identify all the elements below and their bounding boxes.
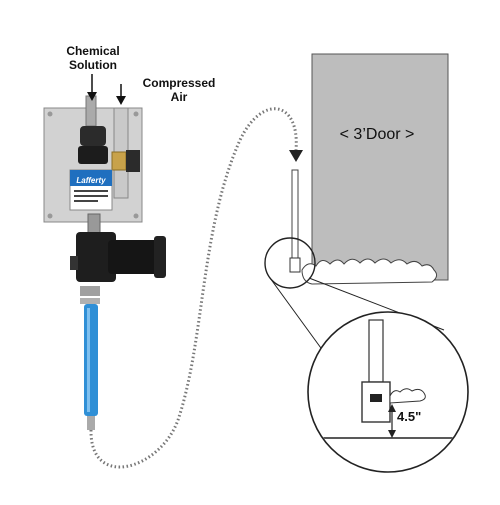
panel-screw [47,111,53,117]
label-text-line [74,190,108,192]
wand-highlight [87,308,90,412]
zoomed-foam-stream [389,388,426,404]
label-text-line [74,200,98,202]
door [311,53,449,281]
zoom-callout-small [264,237,316,289]
compressed-air-label: Compressed Air [142,76,216,104]
height-arrow-icon [388,404,396,412]
panel-screw [133,111,139,117]
hose-arrow-icon [289,150,303,162]
zoomed-nozzle-slot [370,394,382,402]
label-text-line [74,195,108,197]
nozzle-head [289,257,301,273]
hose-clamp [80,298,100,304]
nozzle-bar [291,169,299,261]
brand-name: Lafferty [76,176,106,185]
regulator [80,126,106,146]
valve-body [126,150,140,172]
brass-valve [111,151,127,171]
door-width-label: < 3’Door > [339,126,415,143]
regulator-knob [78,146,108,164]
height-arrow-icon [388,430,396,438]
panel-screw [133,213,139,219]
zoomed-nozzle-bar [368,319,384,383]
foam-cloud [301,258,438,285]
panel-screw [47,213,53,219]
chemical-inlet-pipe [85,95,97,127]
brand-label-header [70,170,112,186]
spray-wand [84,304,98,416]
wand-tip [87,416,95,430]
chemical-arrow-icon [87,92,97,101]
pump-horn-rim [154,236,166,278]
pump-horn [108,240,162,274]
air-arrow-icon [116,96,126,105]
pump-fitting [70,256,78,270]
chemical-solution-label: Chemical Solution [66,44,120,72]
pump-body [76,232,116,282]
hose-clamp [80,286,100,296]
nozzle-height-label: 4.5" [397,409,422,424]
